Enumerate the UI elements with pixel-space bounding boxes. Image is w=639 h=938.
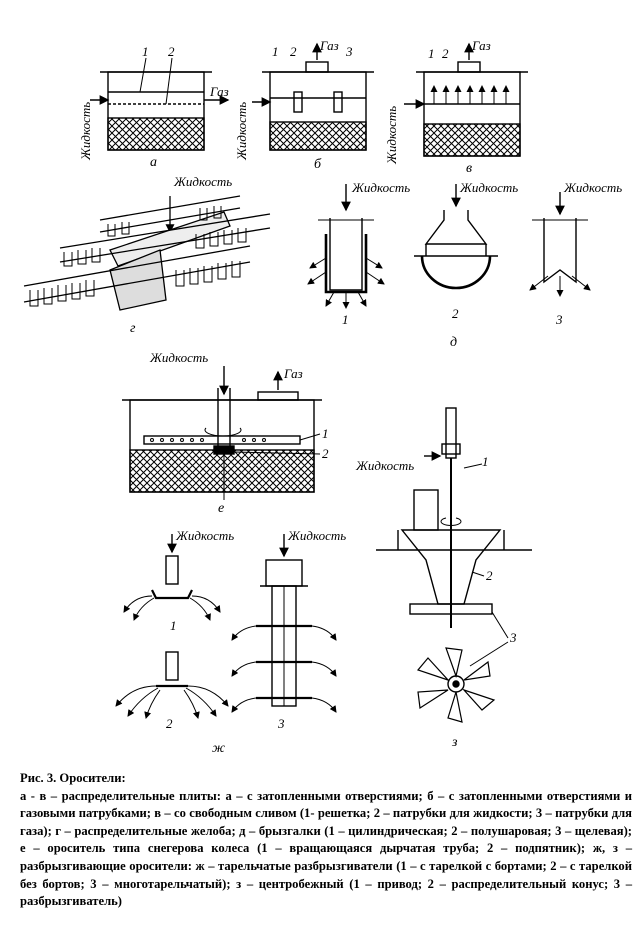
sublabel-v: в xyxy=(466,161,472,176)
label-liquid-zh3: Жидкость xyxy=(287,528,346,543)
caption-body: а - в – распределительные плиты: а – с з… xyxy=(20,788,632,909)
figure-caption: Рис. 3. Оросители: а - в – распределител… xyxy=(20,770,632,911)
label-gas-a: Газ xyxy=(209,84,229,99)
num-2-d: 2 xyxy=(452,306,459,321)
label-liquid-d3: Жидкость xyxy=(563,180,622,195)
label-liquid-b: Жидкость xyxy=(234,102,249,161)
num-3-z: 3 xyxy=(509,630,517,645)
label-liquid-zh1: Жидкость xyxy=(175,528,234,543)
num-1-v: 1 xyxy=(428,46,435,61)
sublabel-zh: ж xyxy=(212,741,225,756)
label-gas-b: Газ xyxy=(319,38,339,53)
subfigure-e xyxy=(122,366,322,500)
num-1-b: 1 xyxy=(272,44,279,59)
subfigure-zh xyxy=(115,534,337,719)
sublabel-z: з xyxy=(451,735,458,750)
label-liquid-z: Жидкость xyxy=(355,458,414,473)
sublabel-e: е xyxy=(218,501,224,516)
subfigure-a xyxy=(90,57,230,151)
subfigure-d xyxy=(307,184,591,309)
num-1-zh: 1 xyxy=(170,618,177,633)
label-liquid-g: Жидкость xyxy=(173,174,232,189)
label-liquid-a: Жидкость xyxy=(78,102,93,161)
label-gas-v: Газ xyxy=(471,38,491,53)
num-2-a: 2 xyxy=(168,44,175,59)
caption-title: Рис. 3. Оросители: xyxy=(20,771,126,785)
label-liquid-v: Жидкость xyxy=(384,106,399,165)
num-1-a: 1 xyxy=(142,44,149,59)
sublabel-b: б xyxy=(314,157,322,172)
num-2-e: 2 xyxy=(322,446,329,461)
label-liquid-d1: Жидкость xyxy=(351,180,410,195)
num-2-z: 2 xyxy=(486,568,493,583)
label-gas-e: Газ xyxy=(283,366,303,381)
sublabel-g: г xyxy=(130,321,136,336)
subfigure-g xyxy=(23,195,271,311)
num-1-d: 1 xyxy=(342,312,349,327)
subfigure-v xyxy=(404,42,528,157)
num-3-zh: 3 xyxy=(277,716,285,731)
sublabel-d: д xyxy=(450,335,457,350)
label-liquid-e: Жидкость xyxy=(149,350,208,365)
num-1-z: 1 xyxy=(482,454,489,469)
num-2-b: 2 xyxy=(290,44,297,59)
num-3-b: 3 xyxy=(345,44,353,59)
sublabel-a: а xyxy=(150,155,157,170)
num-2-v: 2 xyxy=(442,46,449,61)
num-2-zh: 2 xyxy=(166,716,173,731)
subfigure-z xyxy=(376,407,532,723)
num-3-d: 3 xyxy=(555,312,563,327)
num-1-e: 1 xyxy=(322,426,329,441)
figure-drawings: Жидкость Газ 1 2 а Жидкость Газ 1 2 3 б … xyxy=(23,38,622,756)
label-liquid-d2: Жидкость xyxy=(459,180,518,195)
subfigure-b xyxy=(252,42,374,151)
